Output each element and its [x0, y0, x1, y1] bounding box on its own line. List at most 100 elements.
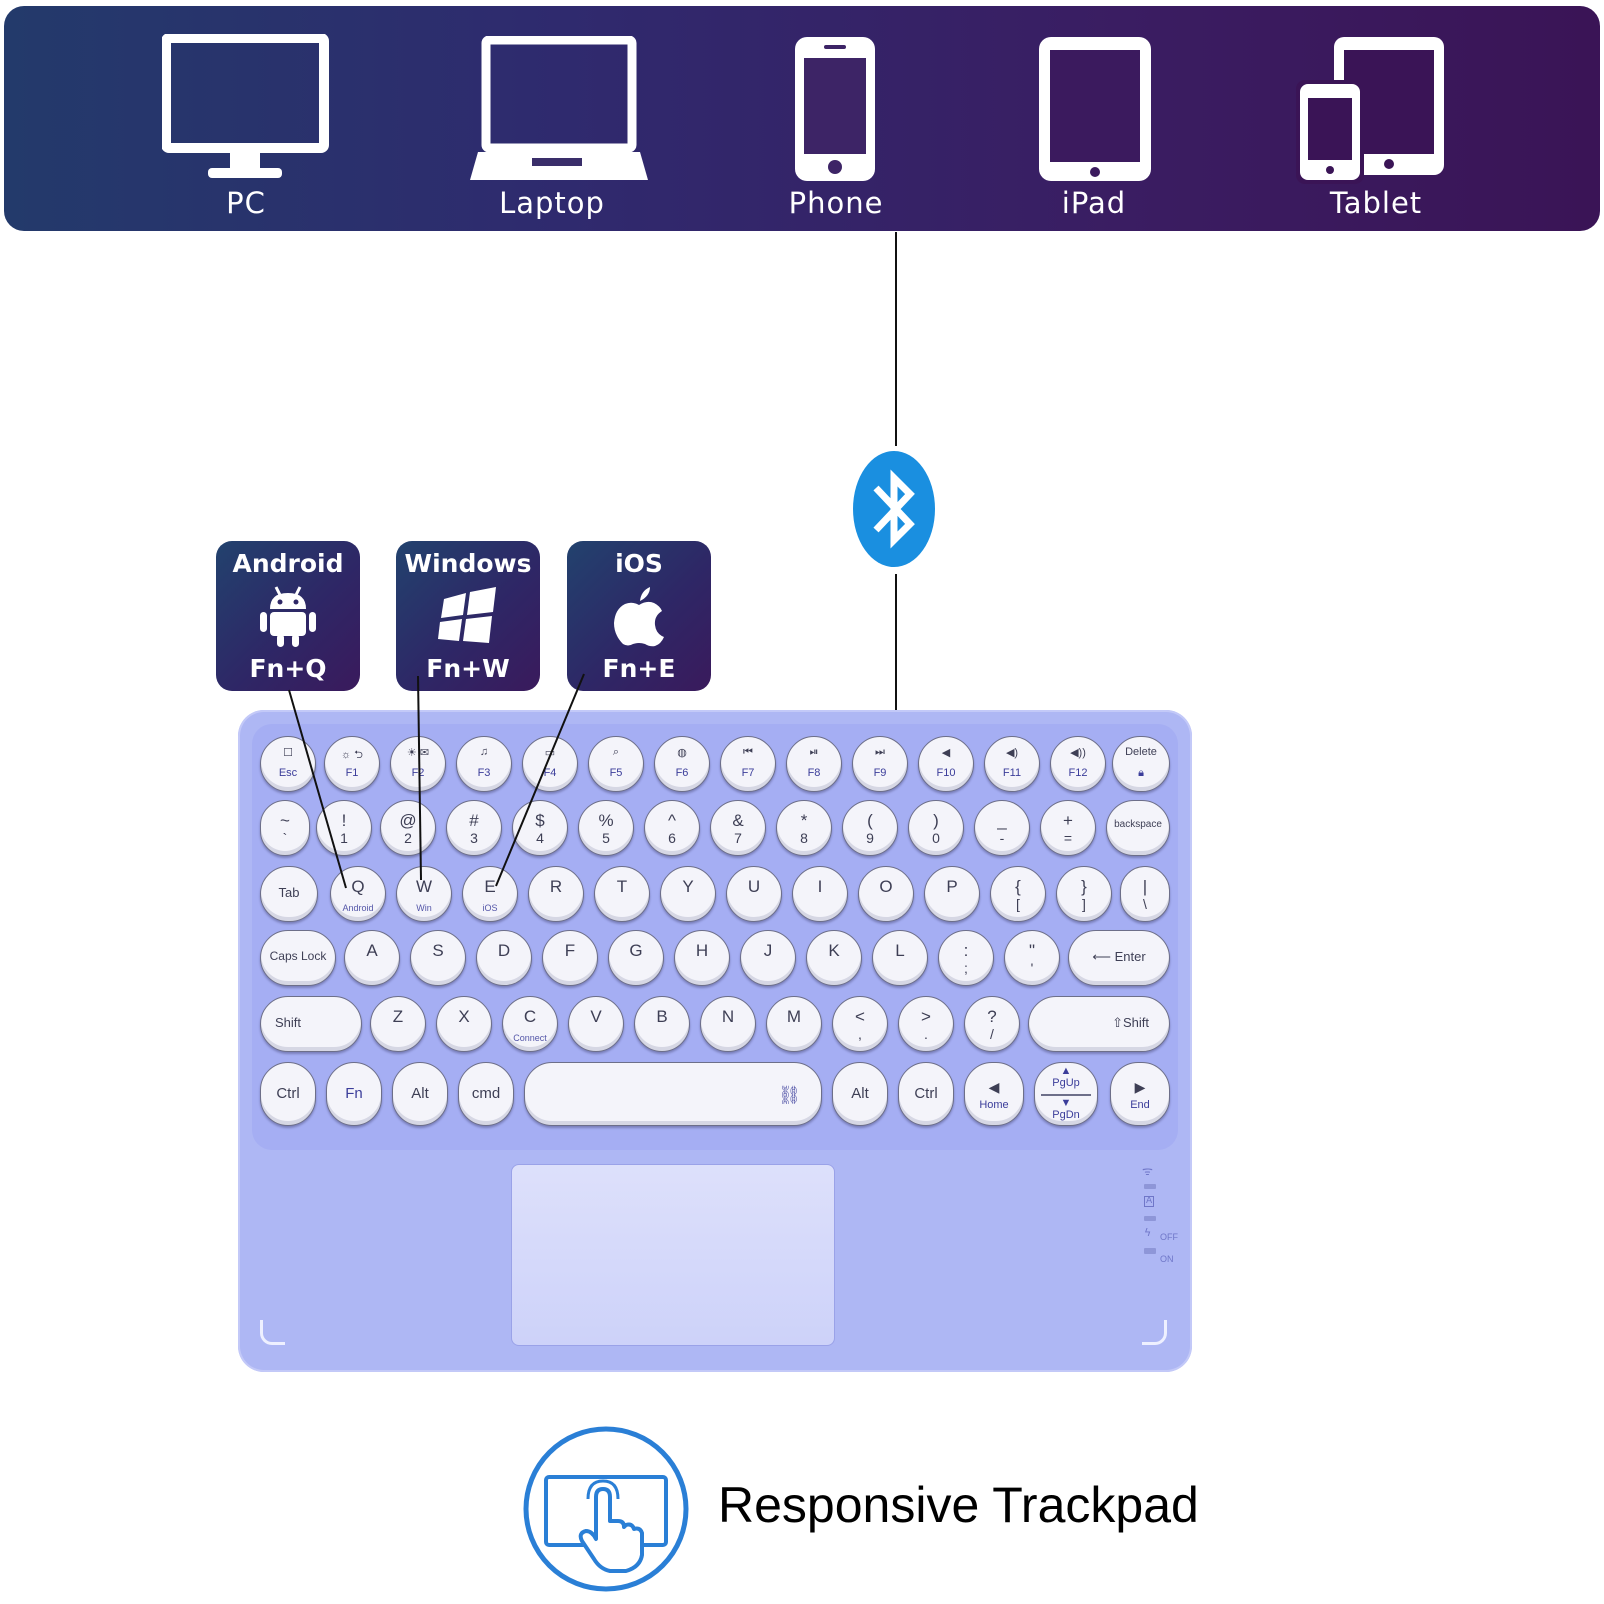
key-slash[interactable]: ?/	[964, 996, 1020, 1052]
bluetooth-icon	[853, 451, 935, 567]
key-end[interactable]: ▶End	[1110, 1062, 1170, 1126]
key-f11[interactable]: ◀)F11	[984, 736, 1040, 792]
key-a[interactable]: A	[344, 930, 400, 986]
key-right-ctrl[interactable]: Ctrl	[898, 1062, 954, 1126]
pg-divider	[1041, 1094, 1091, 1096]
key-left-shift[interactable]: Shift	[260, 996, 362, 1052]
key-backtick[interactable]: ~`	[260, 800, 310, 856]
key-enter[interactable]: ⟵ Enter	[1068, 930, 1170, 986]
key-r[interactable]: R	[528, 866, 584, 922]
connector-line-top	[895, 232, 897, 446]
key-f2[interactable]: ☀ ✉F2	[390, 736, 446, 792]
key-p[interactable]: P	[924, 866, 980, 922]
key-cmd[interactable]: cmd	[458, 1062, 514, 1126]
key-semicolon[interactable]: :;	[938, 930, 994, 986]
corner-mark-left	[260, 1320, 285, 1345]
key-j[interactable]: J	[740, 930, 796, 986]
key-left-ctrl[interactable]: Ctrl	[260, 1062, 316, 1126]
key-period[interactable]: >.	[898, 996, 954, 1052]
tablet-phone-icon	[1296, 37, 1444, 184]
key-f10[interactable]: ◀F10	[918, 736, 974, 792]
key-l[interactable]: L	[872, 930, 928, 986]
enter-arrow-icon: ⟵	[1092, 949, 1115, 964]
key-minus[interactable]: _-	[974, 800, 1030, 856]
key-5[interactable]: %5	[578, 800, 634, 856]
key-k[interactable]: K	[806, 930, 862, 986]
key-backslash[interactable]: |\	[1120, 866, 1170, 922]
right-arrow-icon: ▶	[1134, 1079, 1146, 1095]
key-f8[interactable]: ⏯F8	[786, 736, 842, 792]
key-o[interactable]: O	[858, 866, 914, 922]
key-f7[interactable]: ⏮F7	[720, 736, 776, 792]
trackpad[interactable]	[511, 1164, 835, 1346]
key-0[interactable]: )0	[908, 800, 964, 856]
up-arrow-icon: ▲	[1060, 1065, 1072, 1077]
key-v[interactable]: V	[568, 996, 624, 1052]
key-f3[interactable]: ♫F3	[456, 736, 512, 792]
key-fn[interactable]: Fn	[326, 1062, 382, 1126]
key-f9[interactable]: ⏭F9	[852, 736, 908, 792]
key-4[interactable]: $4	[512, 800, 568, 856]
key-8[interactable]: *8	[776, 800, 832, 856]
key-equals[interactable]: +=	[1040, 800, 1096, 856]
key-7[interactable]: &7	[710, 800, 766, 856]
key-left-bracket[interactable]: {[	[990, 866, 1046, 922]
key-right-alt[interactable]: Alt	[832, 1062, 888, 1126]
key-x[interactable]: X	[436, 996, 492, 1052]
globe-icon: ◍	[677, 747, 687, 759]
key-quote[interactable]: "'	[1004, 930, 1060, 986]
key-home[interactable]: ◀Home	[964, 1062, 1024, 1126]
device-label-pc: PC	[226, 186, 266, 220]
key-h[interactable]: H	[674, 930, 730, 986]
key-n[interactable]: N	[700, 996, 756, 1052]
next-track-icon: ⏭	[875, 746, 885, 758]
key-f[interactable]: F	[542, 930, 598, 986]
key-pgup-pgdn[interactable]: ▲ PgUp ▼ PgDn	[1034, 1062, 1098, 1126]
key-g[interactable]: G	[608, 930, 664, 986]
android-icon	[260, 586, 316, 647]
key-2[interactable]: @2	[380, 800, 436, 856]
key-space[interactable]: ⛓	[524, 1062, 822, 1126]
os-box-ios: iOS Fn+E	[567, 541, 711, 691]
key-tab[interactable]: Tab	[260, 866, 318, 922]
key-esc[interactable]: ☐Esc	[260, 736, 316, 792]
key-1[interactable]: !1	[316, 800, 372, 856]
key-right-bracket[interactable]: }]	[1056, 866, 1112, 922]
key-3[interactable]: #3	[446, 800, 502, 856]
volume-up-icon: ◀))	[1070, 747, 1086, 759]
key-b[interactable]: B	[634, 996, 690, 1052]
key-m[interactable]: M	[766, 996, 822, 1052]
key-f5[interactable]: ⌕F5	[588, 736, 644, 792]
key-f1[interactable]: ☼ ⮌F1	[324, 736, 380, 792]
key-caps-lock[interactable]: Caps Lock	[260, 930, 336, 986]
key-6[interactable]: ^6	[644, 800, 700, 856]
key-delete[interactable]: Delete🔒︎	[1112, 736, 1170, 792]
power-switch[interactable]	[1144, 1248, 1156, 1254]
key-f12[interactable]: ◀))F12	[1050, 736, 1106, 792]
left-arrow-icon: ◀	[988, 1079, 1000, 1095]
key-backspace[interactable]: backspace	[1106, 800, 1170, 856]
key-right-shift[interactable]: ⇧Shift	[1028, 996, 1170, 1052]
device-banner: PC Laptop Phone iPad	[4, 6, 1600, 231]
key-i[interactable]: I	[792, 866, 848, 922]
key-left-alt[interactable]: Alt	[392, 1062, 448, 1126]
key-comma[interactable]: <,	[832, 996, 888, 1052]
key-y[interactable]: Y	[660, 866, 716, 922]
key-9[interactable]: (9	[842, 800, 898, 856]
indicator-light-1	[1144, 1184, 1156, 1189]
previous-track-icon: ⏮	[743, 746, 753, 758]
os-box-android: Android Fn+Q	[216, 541, 360, 691]
key-t[interactable]: T	[594, 866, 650, 922]
key-u[interactable]: U	[726, 866, 782, 922]
key-z[interactable]: Z	[370, 996, 426, 1052]
key-s[interactable]: S	[410, 930, 466, 986]
monitor-icon	[162, 34, 329, 178]
os-keys-windows: Fn+W	[426, 654, 510, 683]
key-d[interactable]: D	[476, 930, 532, 986]
key-f6[interactable]: ◍F6	[654, 736, 710, 792]
key-f4[interactable]: ▭F4	[522, 736, 578, 792]
